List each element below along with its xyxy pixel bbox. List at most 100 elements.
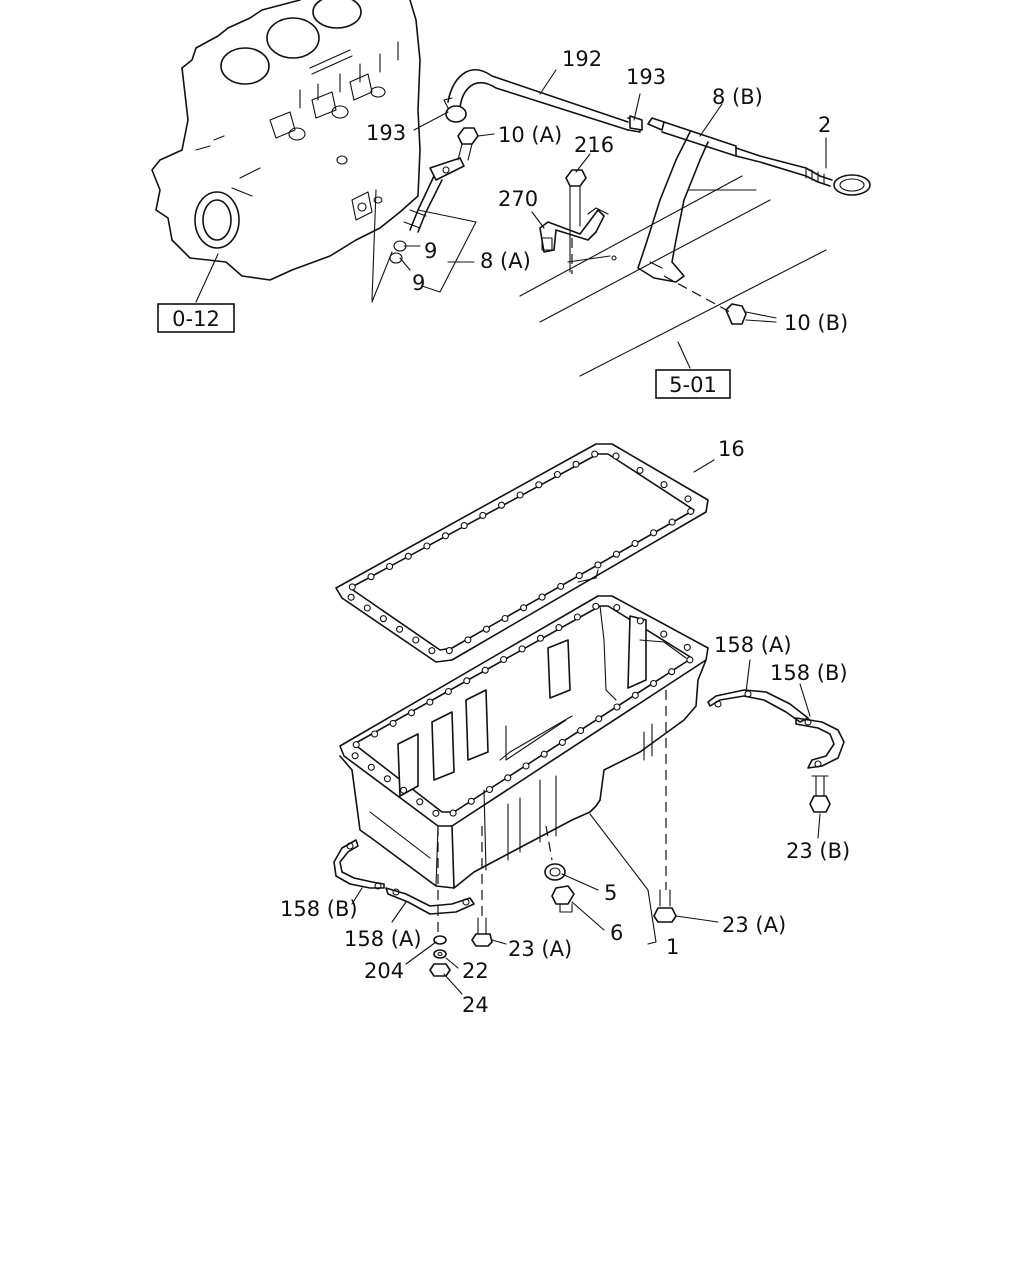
ref-0-12-text: 0-12 (172, 307, 220, 331)
bolt-hole (558, 738, 566, 746)
label-23b: 23 (B) (786, 839, 850, 863)
bolt-hole (423, 542, 431, 550)
bolt-hole (573, 613, 581, 621)
bolt-hole (636, 617, 644, 625)
part-labels: 192 193 193 8 (B) 2 10 (A) 216 270 9 9 8… (280, 47, 850, 1017)
bolt-hole (432, 809, 440, 817)
bolt-hole (575, 572, 583, 580)
bolt-hole (660, 630, 668, 638)
label-270: 270 (498, 187, 538, 211)
label-158b-right: 158 (B) (770, 661, 848, 685)
label-24: 24 (462, 993, 489, 1017)
label-2: 2 (818, 113, 831, 137)
bolt-hole (522, 762, 530, 770)
bolt-hole (555, 624, 563, 632)
oil-pan-gasket-drawing (335, 443, 709, 663)
label-9-upper: 9 (424, 239, 437, 263)
bolt-hole (553, 470, 561, 479)
bolt-hole (400, 786, 408, 794)
bolt-hole (428, 647, 436, 655)
label-10a: 10 (A) (498, 123, 562, 147)
bolt-hole (540, 750, 548, 758)
label-1: 1 (666, 935, 679, 959)
label-8b: 8 (B) (712, 85, 763, 109)
label-192: 192 (562, 47, 602, 71)
bolt-hole (683, 643, 691, 651)
label-158a-right: 158 (A) (714, 633, 792, 657)
bolt-hole (668, 518, 676, 526)
bolt-hole (497, 501, 506, 509)
bolt-hole (577, 727, 585, 735)
bolt-hole (613, 604, 621, 612)
bolt-hole (444, 687, 452, 696)
label-8a: 8 (A) (480, 249, 531, 273)
bolt-hole (479, 511, 487, 519)
label-9-lower: 9 (412, 271, 425, 295)
bolt-hole (594, 561, 602, 569)
bolt-hole (426, 698, 434, 706)
label-193-right: 193 (626, 65, 666, 89)
label-10b: 10 (B) (784, 311, 848, 335)
bolt-hole (520, 604, 528, 612)
bolt-hole (485, 785, 494, 794)
engine-outline-lines (519, 175, 827, 377)
bolt-hole (407, 709, 416, 717)
bolt-hole (347, 593, 355, 601)
bolt-hole (416, 798, 424, 806)
bolt-hole (612, 452, 620, 460)
label-216: 216 (574, 133, 614, 157)
ref-5-01-text: 5-01 (669, 373, 717, 397)
label-23a-left: 23 (A) (508, 937, 572, 961)
bolt-hole (396, 625, 404, 633)
bolt-hole (684, 495, 692, 503)
bolt-hole (612, 550, 620, 558)
bolt-hole (572, 460, 580, 468)
bolt-hole (404, 552, 412, 560)
dipstick-assembly-drawing (371, 68, 871, 325)
dashed-bolt-lines (437, 690, 667, 936)
bolt-hole (348, 583, 356, 591)
bolt-hole (441, 532, 450, 540)
bolt-hole (389, 719, 397, 727)
bolt-hole (592, 602, 600, 610)
bolt-hole (631, 539, 639, 548)
reference-box-0-12: 0-12 (157, 303, 235, 333)
bolt-hole (460, 522, 468, 530)
engine-block-drawing (151, 0, 421, 281)
label-158b-left: 158 (B) (280, 897, 358, 921)
bolt-hole (386, 562, 394, 571)
bolt-hole (687, 507, 695, 515)
label-5: 5 (604, 881, 617, 905)
bolt-hole (636, 466, 644, 474)
bolt-hole (595, 715, 603, 723)
bolt-hole (535, 481, 543, 489)
leader-lines-bottom (351, 459, 821, 995)
label-22: 22 (462, 959, 489, 983)
bolt-hole (383, 775, 391, 783)
reference-box-5-01: 5-01 (655, 369, 731, 399)
bolt-hole (501, 614, 509, 623)
bolt-hole (686, 656, 694, 664)
bolt-hole (367, 763, 375, 771)
bolt-hole (668, 668, 676, 676)
label-204: 204 (364, 959, 404, 983)
bolt-hole (518, 645, 526, 653)
gasket-bolt-holes (347, 450, 695, 655)
bolt-hole (351, 752, 359, 760)
oil-pan-bolt-holes (351, 602, 694, 817)
bolt-hole (352, 741, 360, 749)
bolt-hole (538, 593, 546, 601)
bolt-hole (463, 677, 471, 685)
bolt-hole (613, 703, 621, 711)
bolt-hole (650, 529, 658, 537)
bolt-hole (482, 625, 490, 633)
bolt-hole (536, 634, 545, 642)
bolt-hole (557, 582, 565, 590)
label-23a-right: 23 (A) (722, 913, 786, 937)
bolt-hole (481, 666, 489, 674)
bolt-hole (445, 647, 453, 655)
bolt-hole (500, 655, 508, 664)
bolt-hole (412, 636, 420, 644)
label-6: 6 (610, 921, 623, 945)
